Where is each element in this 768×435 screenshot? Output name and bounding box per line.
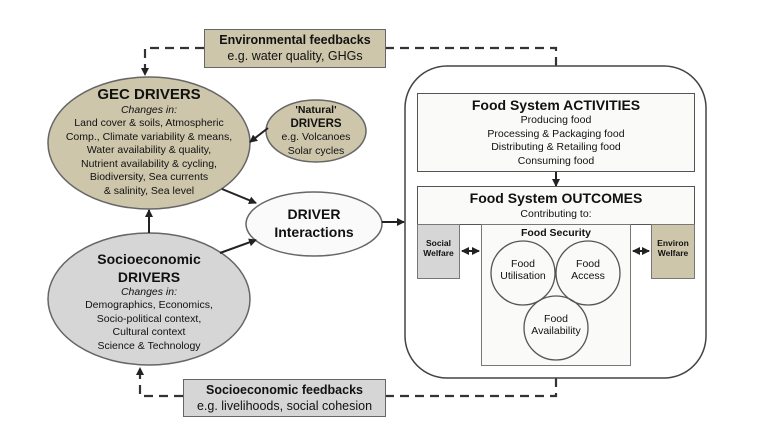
natural-drivers-title-1: 'Natural' [295, 104, 337, 116]
gec-line: Water availability & quality, [86, 144, 212, 156]
natural-drivers-title-2: DRIVERS [290, 118, 342, 130]
gec-line: Comp., Climate variability & means, [65, 130, 233, 143]
food-utilisation-label: Food Utilisation [491, 258, 555, 282]
activities-title: Food System ACTIVITIES [471, 97, 641, 113]
food-access-line-1: Food [576, 258, 600, 270]
natural-drivers-line: e.g. Volcanoes [281, 131, 351, 143]
outcomes-title: Food System OUTCOMES [469, 190, 643, 206]
env-feedbacks-box: Environmental feedbacks e.g. water quali… [204, 29, 386, 68]
gec-drivers-text: GEC DRIVERS Changes in: Land cover & soi… [48, 86, 250, 198]
social-welfare-line-2: Welfare [423, 247, 454, 258]
gec-line: Land cover & soils, Atmospheric [74, 117, 224, 129]
outcomes-subtitle: Contributing to: [520, 208, 592, 220]
socio-line: Cultural context [112, 326, 186, 338]
social-welfare-line-1: Social [425, 238, 452, 248]
socio-changes-label: Changes in: [120, 286, 178, 298]
driver-interactions-line-2: Interactions [274, 224, 354, 240]
socio-feedbacks-subtitle: e.g. livelihoods, social cohesion [196, 399, 373, 413]
arrow-socio-to-interactions [219, 238, 257, 254]
food-access-label: Food Access [556, 258, 620, 282]
socio-drivers-title-1: Socioeconomic [97, 251, 201, 267]
driver-interactions-line-1: DRIVER [287, 206, 341, 222]
food-availability-line-1: Food [544, 313, 568, 325]
arrow-natural-to-gec [249, 127, 269, 143]
gec-changes-label: Changes in: [120, 104, 178, 116]
food-utilisation-line-2: Utilisation [500, 270, 546, 283]
arrow-gec-to-interactions [221, 188, 257, 205]
food-security-title: Food Security [520, 227, 591, 239]
activities-line: Consuming food [517, 154, 595, 167]
food-access-line-2: Access [571, 270, 605, 283]
activities-line: Producing food [520, 114, 592, 126]
social-welfare-label: Social Welfare [418, 238, 459, 259]
natural-drivers-ellipse [265, 99, 367, 163]
env-feedbacks-title: Environmental feedbacks [219, 33, 371, 47]
socio-line: Science & Technology [97, 339, 201, 352]
gec-line: Nutrient availability & cycling, [81, 157, 217, 170]
socio-feedback-dashed-line [140, 368, 558, 398]
gec-line: & salinity, Sea level [103, 184, 195, 197]
environ-welfare-line-2: Welfare [657, 247, 689, 258]
environ-welfare-line-1: Environ [657, 238, 689, 248]
env-feedbacks-subtitle: e.g. water quality, GHGs [227, 49, 363, 63]
natural-drivers-text: 'Natural' DRIVERS e.g. Volcanoes Solar c… [266, 104, 366, 158]
socio-line: Demographics, Economics, [85, 299, 213, 311]
outcomes-box: Food System OUTCOMES Contributing to: [417, 186, 695, 225]
activities-text: Food System ACTIVITIES Producing food Pr… [418, 97, 694, 168]
activities-box: Food System ACTIVITIES Producing food Pr… [417, 93, 695, 172]
socio-drivers-text: Socioeconomic DRIVERS Changes in: Demogr… [48, 250, 250, 353]
food-availability-line-2: Availability [531, 325, 581, 338]
food-utilisation-line-1: Food [511, 258, 535, 270]
activities-line: Distributing & Retailing food [491, 141, 621, 153]
food-availability-label: Food Availability [524, 313, 588, 337]
socio-drivers-title-2: DRIVERS [117, 269, 181, 285]
environ-welfare-label: Environ Welfare [652, 238, 694, 259]
driver-interactions-ellipse [245, 191, 383, 257]
food-security-box: Food Security [481, 224, 631, 366]
socio-feedbacks-title: Socioeconomic feedbacks [205, 383, 363, 397]
gec-drivers-title: GEC DRIVERS [97, 86, 201, 103]
social-welfare-box: Social Welfare [417, 224, 460, 279]
socio-line: Socio-political context, [96, 312, 202, 325]
environ-welfare-box: Environ Welfare [651, 224, 695, 279]
env-feedback-dashed-line [145, 46, 558, 75]
socio-feedbacks-box: Socioeconomic feedbacks e.g. livelihoods… [183, 379, 386, 417]
activities-line: Processing & Packaging food [487, 127, 625, 140]
driver-interactions-text: DRIVER Interactions [246, 205, 382, 241]
gec-line: Biodiversity, Sea currents [89, 171, 209, 183]
natural-drivers-line: Solar cycles [287, 144, 345, 157]
